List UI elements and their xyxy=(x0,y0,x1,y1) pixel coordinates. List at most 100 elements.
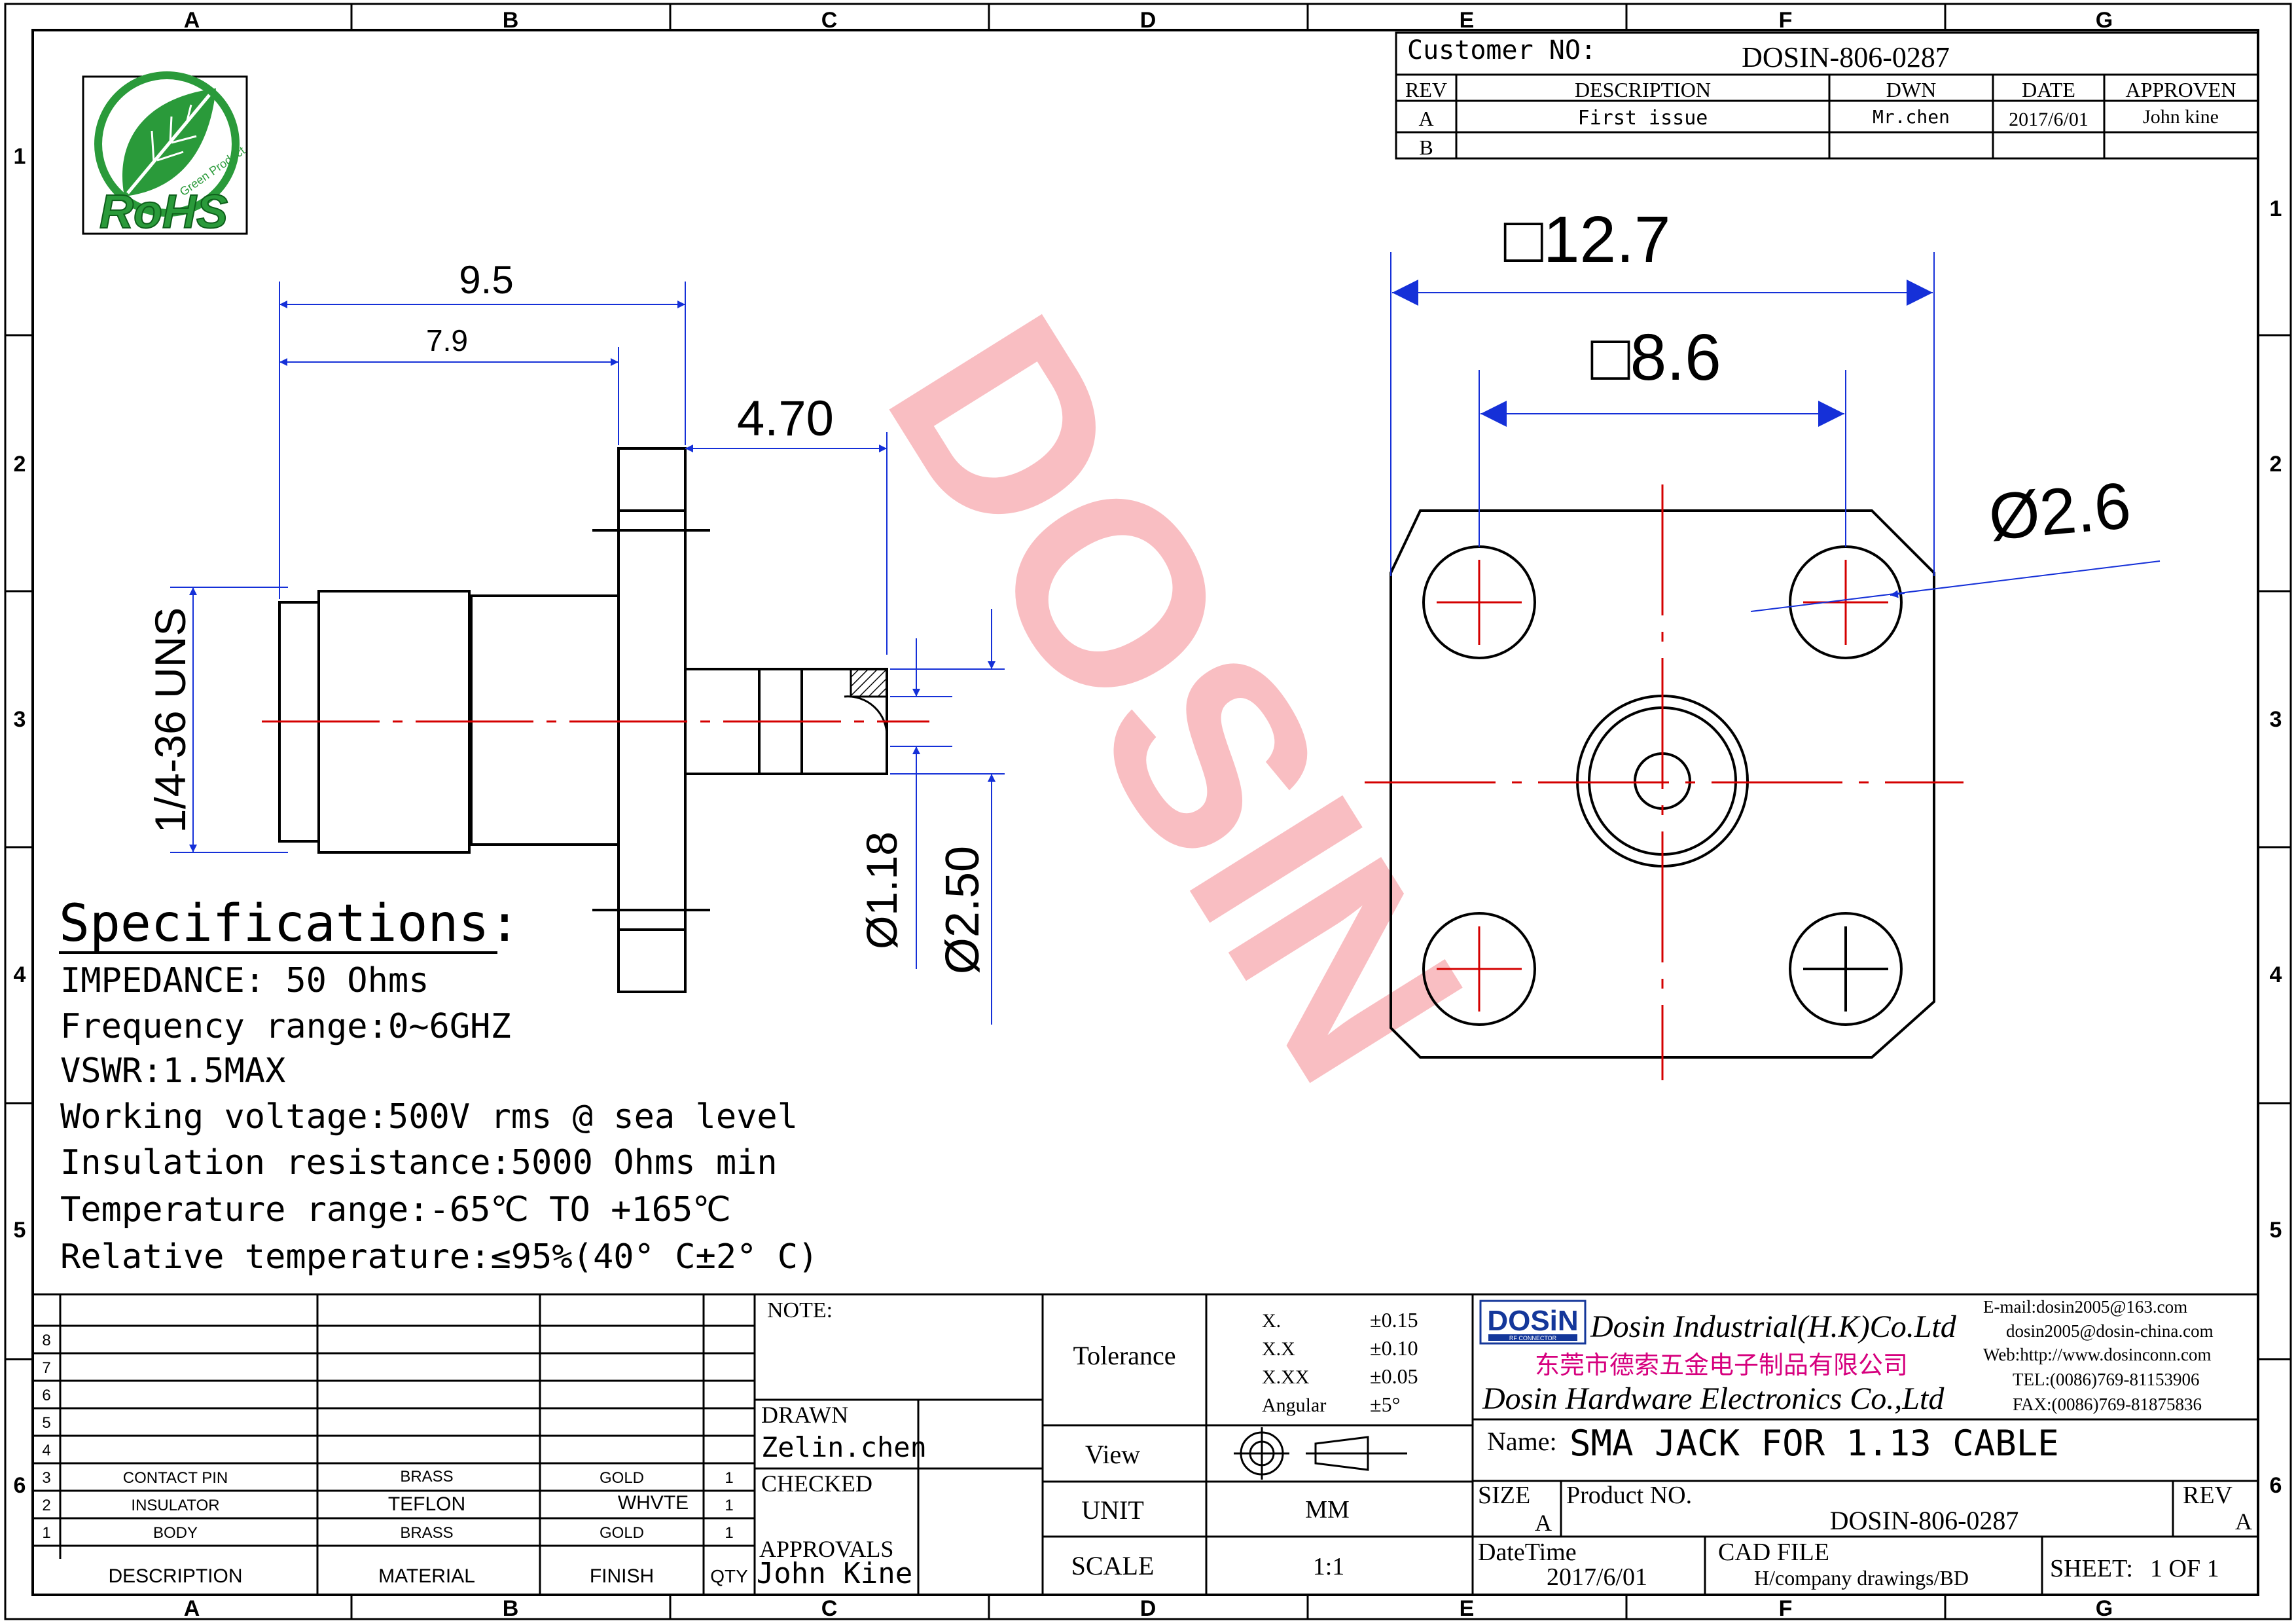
rev-header-description: DESCRIPTION xyxy=(1575,78,1711,101)
zone-col-bottom-a: A xyxy=(184,1596,200,1621)
rev-a-approven: John kine xyxy=(2143,106,2219,128)
zone-row-right-1: 1 xyxy=(2270,196,2282,221)
bom-rownum-2: 2 xyxy=(42,1497,50,1514)
dim-body-length: 7.9 xyxy=(426,323,468,357)
product-no-label: Product NO. xyxy=(1566,1482,1692,1509)
front-centerlines xyxy=(1365,484,1964,1080)
scale-value: 1:1 xyxy=(1313,1553,1345,1580)
unit-value: MM xyxy=(1305,1496,1350,1523)
side-dimension-lines xyxy=(170,282,1005,1025)
rev-a-rev: A xyxy=(1418,107,1433,130)
zone-row-left-1: 1 xyxy=(14,144,26,169)
name-value: SMA JACK FOR 1.13 CABLE xyxy=(1570,1423,2059,1464)
dosin-company-logo: DOSiN RF CONNECTOR xyxy=(1479,1300,1587,1345)
bom-rownum-6: 6 xyxy=(42,1387,50,1404)
bom-row2-description: INSULATOR xyxy=(131,1497,219,1514)
drawn-label: DRAWN xyxy=(761,1402,848,1428)
rev-value: A xyxy=(2235,1508,2252,1535)
zone-col-top-d: D xyxy=(1140,8,1157,33)
datetime-value: 2017/6/01 xyxy=(1547,1563,1647,1591)
dim-pin-diameter: Ø1.18 xyxy=(857,831,906,949)
rev-b-rev: B xyxy=(1419,136,1433,159)
contact-email-1: E-mail:dosin2005@163.com xyxy=(1983,1297,2187,1317)
zone-col-bottom-b: B xyxy=(503,1596,519,1621)
bom-row2-material: TEFLON xyxy=(388,1493,465,1515)
bom-rownum-7: 7 xyxy=(42,1359,50,1377)
mount-hole-bottom-right xyxy=(1789,912,1903,1026)
bom-header-finish: FINISH xyxy=(590,1565,654,1587)
sheet-label: SHEET: xyxy=(2050,1555,2133,1582)
zone-col-bottom-g: G xyxy=(2096,1596,2113,1621)
title-block-grid xyxy=(753,1293,2259,1596)
company-name-cn: 东莞市德索五金电子制品有限公司 xyxy=(1535,1352,1908,1379)
spec-title: Specifications: xyxy=(59,894,520,953)
zone-row-right-5: 5 xyxy=(2270,1218,2282,1243)
bom-rownum-1: 1 xyxy=(42,1524,50,1542)
approvals-label: APPROVALS xyxy=(759,1536,893,1562)
view-label: View xyxy=(1085,1440,1140,1469)
outer-frame xyxy=(4,3,2292,1620)
dim-hole-diameter: Ø2.6 xyxy=(1986,469,2134,554)
rev-header-approven: APPROVEN xyxy=(2126,78,2236,101)
zone-col-bottom-c: C xyxy=(821,1596,838,1621)
contact-fax: FAX:(0086)769-81875836 xyxy=(2013,1395,2202,1414)
zone-col-top-g: G xyxy=(2096,8,2113,33)
checked-label: CHECKED xyxy=(761,1470,872,1497)
unit-label: UNIT xyxy=(1081,1495,1144,1525)
zone-row-left-4: 4 xyxy=(14,962,26,987)
bom-row1-finish: GOLD xyxy=(600,1524,644,1542)
product-no-value: DOSIN-806-0287 xyxy=(1830,1506,2019,1535)
tol-xx-value: ±0.10 xyxy=(1370,1336,1418,1360)
bom-row3-qty: 1 xyxy=(725,1469,733,1487)
front-view xyxy=(1390,509,1935,1059)
cad-file-label: CAD FILE xyxy=(1718,1539,1829,1566)
cad-file-value: H/company drawings/BD xyxy=(1754,1566,1969,1590)
bom-row3-description: CONTACT PIN xyxy=(123,1469,228,1487)
zone-col-top-f: F xyxy=(1779,8,1793,33)
zone-col-top-a: A xyxy=(184,8,200,33)
rev-a-description: First issue xyxy=(1578,107,1708,130)
rev-a-date: 2017/6/01 xyxy=(2009,109,2089,130)
bom-header-description: DESCRIPTION xyxy=(108,1565,242,1587)
datetime-label: DateTime xyxy=(1478,1539,1577,1566)
zone-col-bottom-f: F xyxy=(1779,1596,1793,1621)
tol-xxx-value: ±0.05 xyxy=(1370,1364,1418,1388)
rohs-logo: Green Product RoHS xyxy=(82,71,248,239)
tol-xxx-label: X.XX xyxy=(1262,1366,1310,1388)
bom-table xyxy=(31,1293,756,1596)
bom-row2-finish: WHVTE xyxy=(618,1492,689,1514)
bom-row3-finish: GOLD xyxy=(600,1469,644,1487)
bom-rownum-4: 4 xyxy=(42,1442,50,1459)
rev-header-dwn: DWN xyxy=(1886,78,1936,101)
projection-view-icon xyxy=(1234,1427,1407,1480)
rohs-text: RoHS xyxy=(99,186,228,238)
bom-row2-qty: 1 xyxy=(725,1497,733,1514)
bom-header-qty: QTY xyxy=(710,1566,748,1586)
hatched-section xyxy=(850,668,888,698)
dosin-logo-text: DOSiN xyxy=(1487,1305,1578,1337)
tol-angular-value: ±5° xyxy=(1370,1393,1400,1416)
contact-web: Web:http://www.dosinconn.com xyxy=(1983,1345,2212,1364)
front-bottom-right-cross xyxy=(1803,926,1888,1012)
zone-row-left-5: 5 xyxy=(14,1218,26,1243)
zone-row-left-6: 6 xyxy=(14,1473,26,1498)
spec-line-impedance: IMPEDANCE: 50 Ohms xyxy=(60,961,429,1000)
dim-pin-length: 4.70 xyxy=(737,391,834,447)
dim-thread: 1/4-36 UNS xyxy=(146,608,194,833)
dim-dielectric-diameter: Ø2.50 xyxy=(937,846,989,974)
tol-xx-label: X.X xyxy=(1262,1338,1295,1360)
flange-outline xyxy=(1390,509,1935,1059)
bom-rownum-3: 3 xyxy=(42,1469,50,1487)
customer-no-label: Customer NO: xyxy=(1407,35,1596,65)
size-value: A xyxy=(1535,1510,1552,1536)
bom-row1-qty: 1 xyxy=(725,1524,733,1542)
zone-row-right-4: 4 xyxy=(2270,962,2282,987)
contact-tel: TEL:(0086)769-81153906 xyxy=(2013,1370,2199,1389)
size-label: SIZE xyxy=(1478,1482,1530,1509)
zone-row-right-6: 6 xyxy=(2270,1473,2282,1498)
company-name-hk: Dosin Industrial(H.K)Co.Ltd xyxy=(1590,1309,1957,1344)
tol-x-label: X. xyxy=(1262,1310,1281,1332)
mount-hole-bottom-left xyxy=(1422,912,1536,1026)
rev-header-rev: REV xyxy=(1405,78,1447,101)
contact-email-2: dosin2005@dosin-china.com xyxy=(2006,1321,2214,1341)
